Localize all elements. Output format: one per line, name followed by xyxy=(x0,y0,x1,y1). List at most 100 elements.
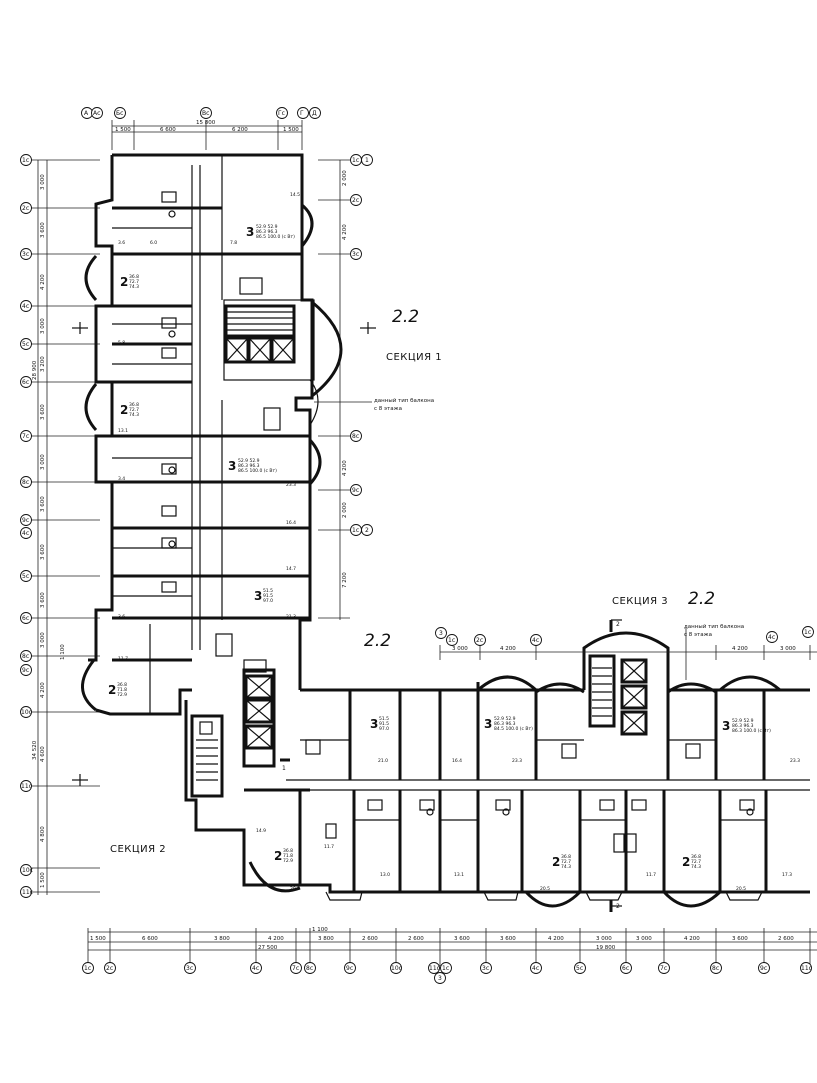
dim-top-3: 6 200 xyxy=(232,127,248,133)
svg-text:3: 3 xyxy=(246,225,254,239)
apartment-label: 3 51.5 91.5 97.0 xyxy=(254,588,273,604)
svg-text:97.0: 97.0 xyxy=(379,726,389,732)
axis-left-12: 6с xyxy=(22,615,29,622)
svg-text:23.3: 23.3 xyxy=(790,758,800,764)
axis-g: Г xyxy=(300,110,304,117)
dim-bottom-1: 1 500 xyxy=(90,936,106,942)
section-3-top-axes: 3 000 4 200 4 200 3 000 3 1с 2с 4с 4с 1с xyxy=(435,626,817,660)
axis-vc: Вс xyxy=(202,110,209,117)
svg-text:21.0: 21.0 xyxy=(378,758,388,764)
svg-text:86.3 96.3: 86.3 96.3 xyxy=(494,721,516,727)
dim-top-total: 15 800 xyxy=(196,120,216,126)
dim-bottom-15: 3 600 xyxy=(732,936,748,942)
handwritten-2: 2.2 xyxy=(364,631,391,651)
svg-text:16.4: 16.4 xyxy=(452,758,462,764)
axis-left-1: 1с xyxy=(22,157,29,164)
left-axis-markers: 1с 2с 3с 4с 5с 6с 7с 8с 9с 4с 5с 6с 8с 9… xyxy=(20,154,33,898)
svg-text:91.5: 91.5 xyxy=(263,593,273,599)
axis-bottom-6: 8с xyxy=(306,965,313,972)
svg-text:11.7: 11.7 xyxy=(646,872,656,878)
dim-right-1: 2 000 xyxy=(342,170,348,186)
axis-right-6b: 2 xyxy=(365,527,369,534)
svg-text:97.0: 97.0 xyxy=(263,598,273,604)
axis-left-16: 11с xyxy=(21,783,32,790)
apartment-label: 3 52.9 52.9 86.3 96.3 86.3 100.0 (с Вт) xyxy=(722,718,771,734)
dim-left-total2: 28 900 xyxy=(32,360,38,380)
svg-text:14.9: 14.9 xyxy=(256,828,266,834)
axis-s3-2: 1с xyxy=(448,637,455,644)
apartment-label: 2 36.8 72.7 74.3 xyxy=(120,402,139,418)
section-1-label: СЕКЦИЯ 1 xyxy=(386,352,442,363)
svg-text:86.3 96.3: 86.3 96.3 xyxy=(256,229,278,235)
apartment-label: 3 52.9 52.9 86.3 96.3 86.5 100.0 (с Вт) xyxy=(228,458,277,474)
svg-text:91.5: 91.5 xyxy=(379,721,389,727)
axis-bottom-19: 3 xyxy=(438,975,442,982)
axis-left-9: 9с xyxy=(22,517,29,524)
section-2-label: СЕКЦИЯ 2 xyxy=(110,844,166,855)
svg-text:86.3 96.3: 86.3 96.3 xyxy=(238,463,260,469)
axis-bottom-17: 9с xyxy=(760,965,767,972)
svg-text:3.4: 3.4 xyxy=(118,476,125,482)
dim-right-2: 4 200 xyxy=(342,224,348,240)
svg-text:2: 2 xyxy=(682,855,690,869)
balcony-note-1-line2: с 8 этажа xyxy=(374,406,402,412)
axis-bottom-13: 5с xyxy=(576,965,583,972)
svg-text:72.9: 72.9 xyxy=(283,858,293,864)
svg-text:3.6: 3.6 xyxy=(118,240,125,246)
cut-1-label: 1 xyxy=(282,765,286,772)
svg-text:36.8: 36.8 xyxy=(129,274,139,280)
handwritten-3: 2.2 xyxy=(688,589,715,609)
svg-text:86.3 96.3: 86.3 96.3 xyxy=(732,723,754,729)
svg-text:14.7: 14.7 xyxy=(286,566,296,572)
axis-bottom-14: 6с xyxy=(622,965,629,972)
apartment-label: 2 36.8 71.8 72.9 xyxy=(274,848,293,864)
axis-right-2: 2с xyxy=(352,197,359,204)
axis-bottom-5: 7с xyxy=(292,965,299,972)
svg-text:20.5: 20.5 xyxy=(290,886,300,892)
section-cut-1 xyxy=(72,322,376,786)
balcony-note-2-line2: с 8 этажа xyxy=(684,632,712,638)
dim-bottom-3: 3 800 xyxy=(214,936,230,942)
svg-text:3: 3 xyxy=(370,717,378,731)
axis-left-7: 7с xyxy=(22,433,29,440)
axis-left-17: 10с xyxy=(22,867,33,874)
axis-left-5: 5с xyxy=(22,341,29,348)
dim-right-5: 7 200 xyxy=(342,572,348,588)
dim-s3-2: 4 200 xyxy=(500,646,516,652)
axis-bottom-12: 4с xyxy=(532,965,539,972)
dim-bottom-12: 3 000 xyxy=(596,936,612,942)
svg-text:74.3: 74.3 xyxy=(129,284,139,290)
svg-text:5.8: 5.8 xyxy=(118,340,125,346)
svg-text:74.3: 74.3 xyxy=(691,864,701,870)
axis-right-1: 1с xyxy=(352,157,359,164)
svg-text:52.9 52.9: 52.9 52.9 xyxy=(256,224,278,230)
section-1-plan: 3.6 6.0 7.8 14.5 5.8 13.1 3.4 23.3 16.4 … xyxy=(81,153,343,712)
axis-bottom-3: 3с xyxy=(186,965,193,972)
axis-s3-1: 3 xyxy=(439,630,443,637)
dim-bottom-11: 4 200 xyxy=(548,936,564,942)
svg-text:84.5 100.0 (с Вт): 84.5 100.0 (с Вт) xyxy=(494,726,533,732)
svg-text:13.1: 13.1 xyxy=(454,872,464,878)
axis-d: Д xyxy=(312,110,317,117)
svg-text:72.9: 72.9 xyxy=(117,692,127,698)
svg-text:23.3: 23.3 xyxy=(512,758,522,764)
svg-text:20.5: 20.5 xyxy=(736,886,746,892)
svg-text:3: 3 xyxy=(484,717,492,731)
axis-bottom-15: 7с xyxy=(660,965,667,972)
axis-right-4: 8с xyxy=(352,433,359,440)
axis-right-5: 9с xyxy=(352,487,359,494)
dim-bottom-7: 2 600 xyxy=(362,936,378,942)
svg-text:3: 3 xyxy=(254,589,262,603)
dim-bottom-6: 3 800 xyxy=(318,936,334,942)
cut-2-top: 2 xyxy=(616,621,620,628)
axis-s3-3: 2с xyxy=(476,637,483,644)
axis-a: А xyxy=(84,110,89,117)
apartment-label: 2 36.8 71.8 72.9 xyxy=(108,682,127,698)
dim-s3-1: 3 000 xyxy=(452,646,468,652)
axis-right-1b: 1 xyxy=(365,157,369,164)
dim-top-4: 1 500 xyxy=(283,127,299,133)
svg-text:2: 2 xyxy=(120,403,128,417)
axis-bottom-11: 3с xyxy=(482,965,489,972)
svg-text:71.8: 71.8 xyxy=(283,853,293,859)
